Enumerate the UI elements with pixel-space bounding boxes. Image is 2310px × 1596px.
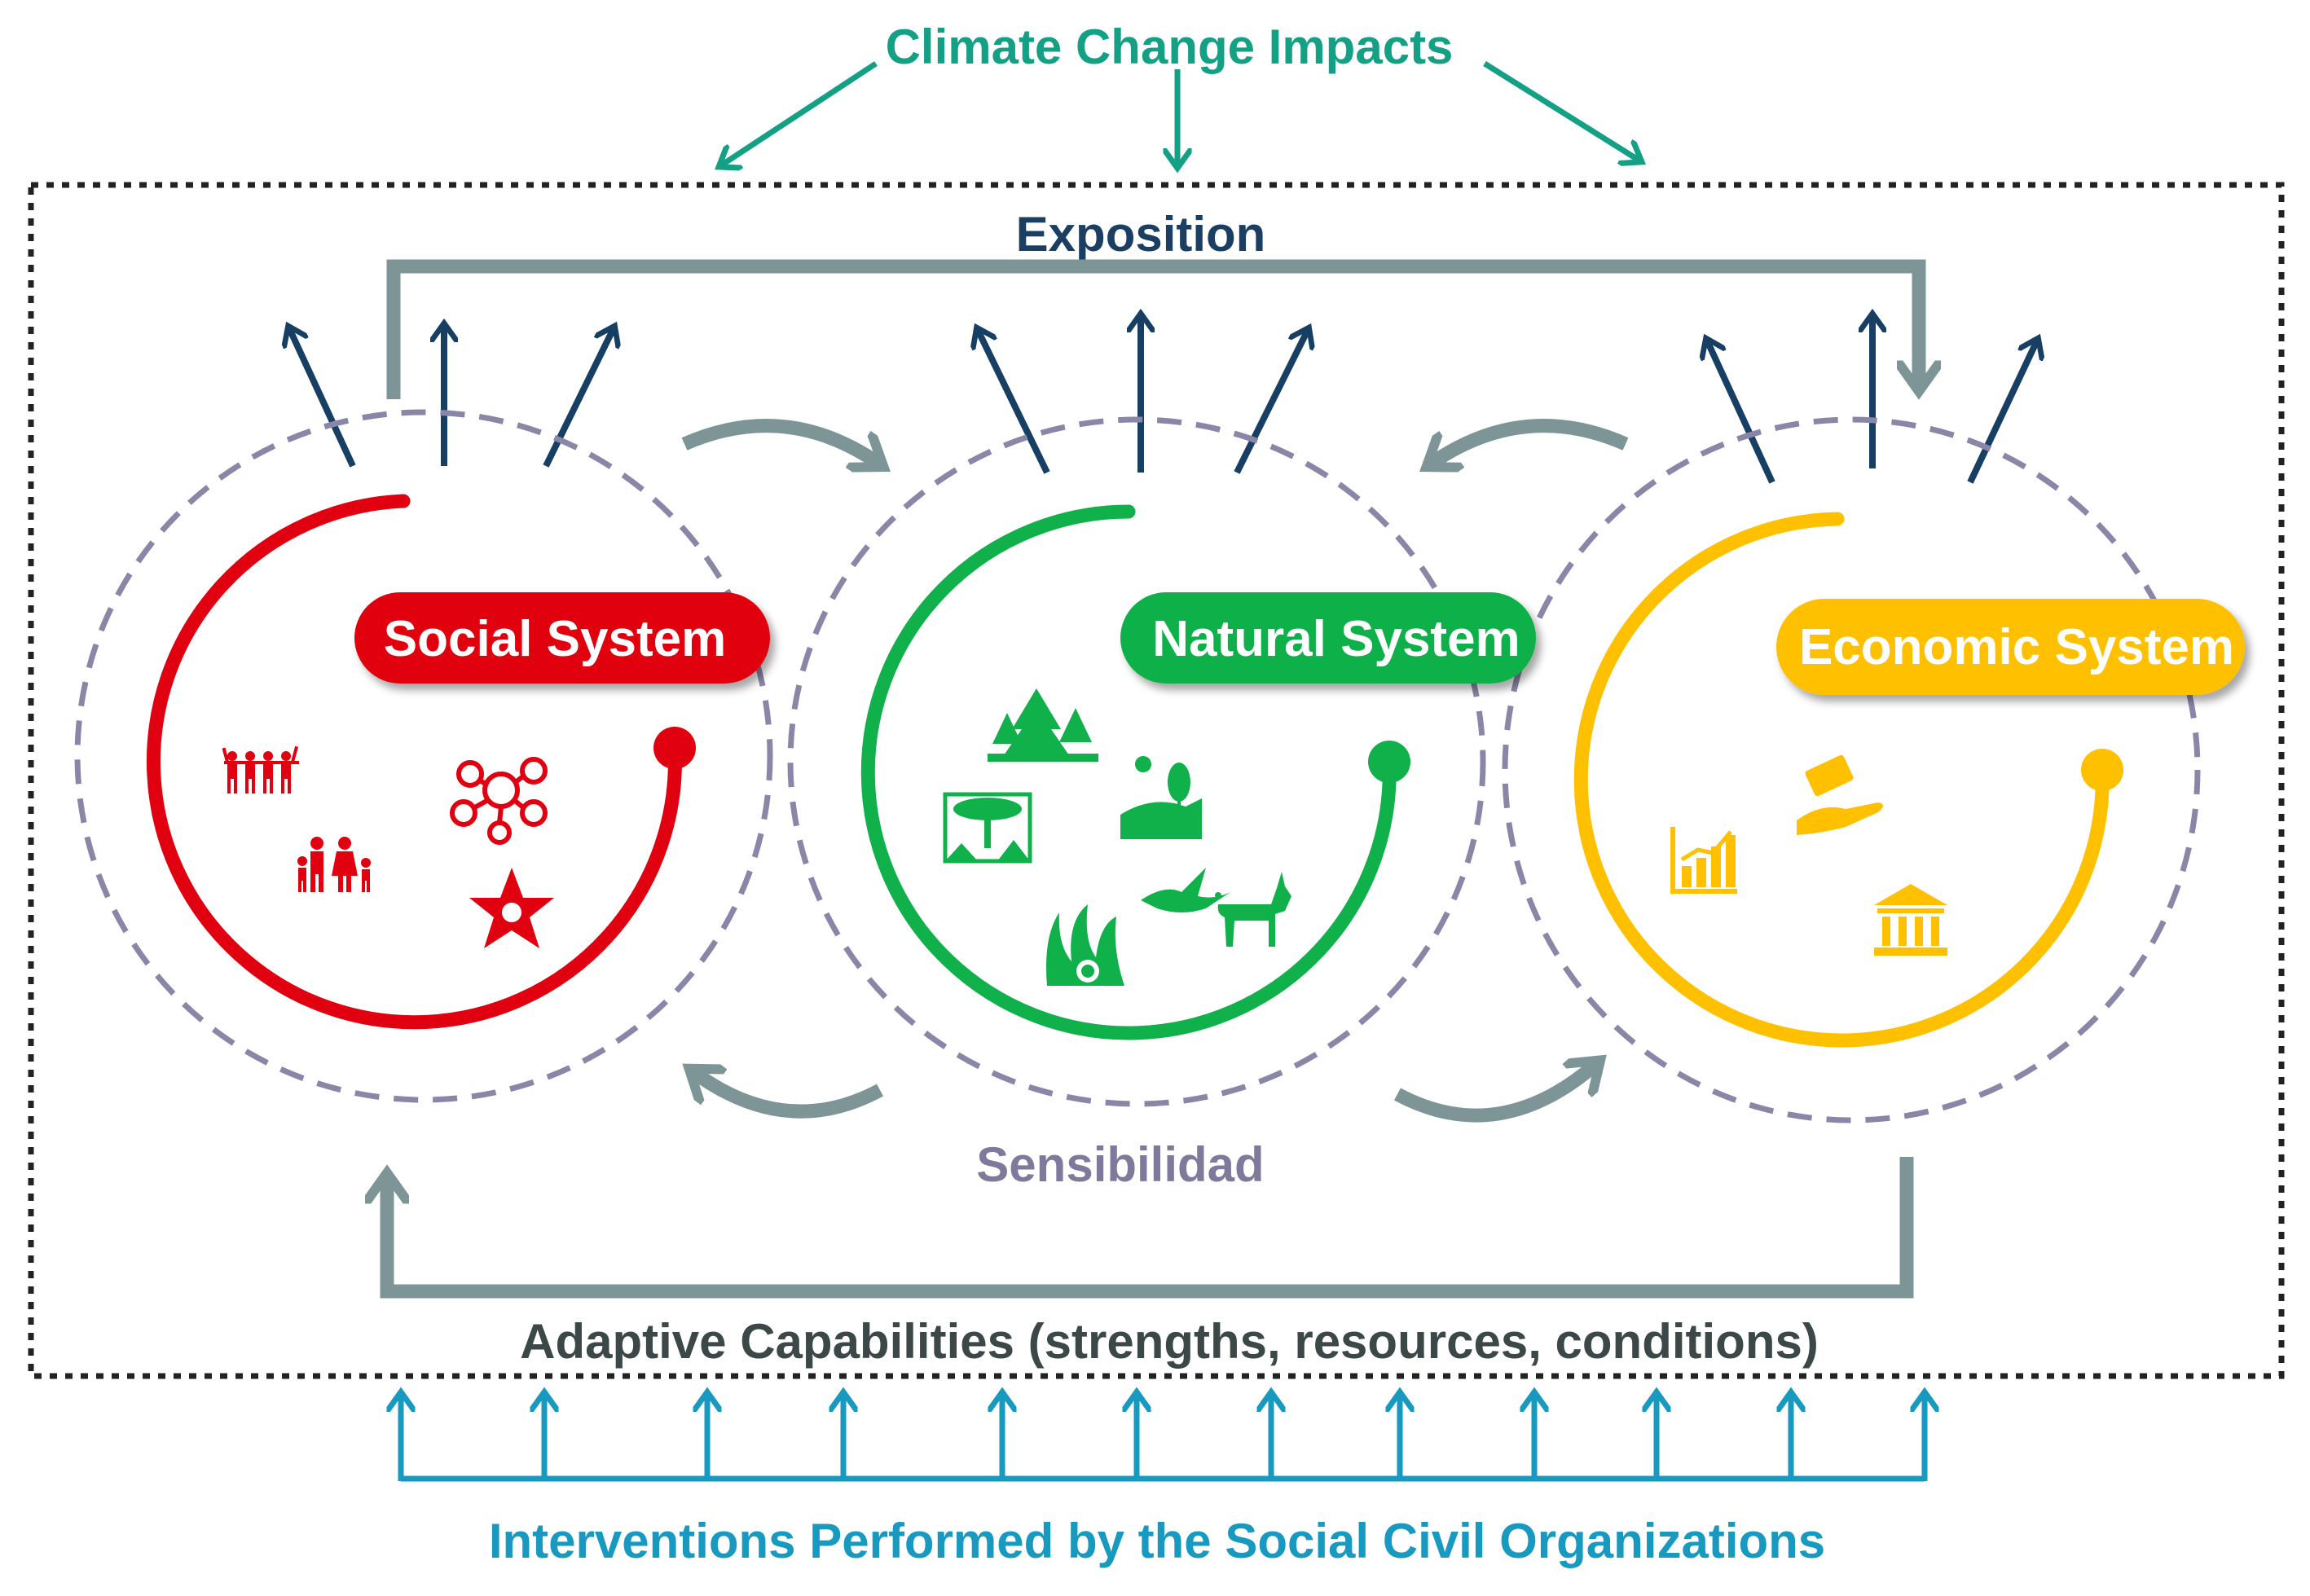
sensibilidad-title: Sensibilidad: [976, 1137, 1264, 1192]
social-system-arc: [146, 494, 696, 1030]
exposition-connector-arrow: [386, 259, 1919, 399]
system-boundary-frame: [28, 182, 2285, 1379]
economic-system-label: Economic System: [1799, 619, 2234, 675]
social-system-label: Social System: [384, 611, 726, 667]
natural-system-label: Natural System: [1152, 611, 1520, 667]
exposition-title: Exposition: [1016, 207, 1266, 262]
sensitivity-circles: [74, 409, 2201, 1123]
interaction-arrows: [681, 419, 1629, 1123]
exposure-arrows: [289, 316, 2037, 484]
climate-change-title: Climate Change Impacts: [886, 20, 1454, 74]
adaptive-capabilities-title: Adaptive Capabilities (strengths, resour…: [520, 1314, 1819, 1369]
forest-icon: [988, 688, 1098, 762]
landscape-sun-icon: [1120, 756, 1202, 839]
hummingbird-icon: [1141, 868, 1230, 912]
climate-impact-arrows: [721, 61, 1639, 165]
economic-system-pill: Economic System: [1776, 599, 2245, 695]
bar-chart-icon: [1670, 827, 1737, 894]
natural-system-pill: Natural System: [1120, 592, 1536, 684]
people-raising-hands-icon: [222, 745, 299, 794]
family-icon: [297, 837, 371, 892]
bank-icon: [1874, 884, 1947, 956]
interventions-title: Interventions Performed by the Social Ci…: [489, 1514, 1825, 1568]
economic-system-arc: [1573, 512, 2123, 1048]
intervention-arrows: [401, 1395, 1925, 1482]
social-system-pill: Social System: [354, 592, 770, 684]
savanna-tree-icon: [943, 792, 1032, 864]
deer-icon: [1217, 872, 1291, 947]
natural-system-arc: [860, 504, 1410, 1040]
adaptive-connector-arrow: [387, 1157, 1914, 1299]
money-hand-icon: [1797, 754, 1883, 835]
coral-icon: [1046, 904, 1124, 986]
social-network-icon: [450, 757, 548, 845]
joined-hands-icon: [469, 868, 554, 948]
